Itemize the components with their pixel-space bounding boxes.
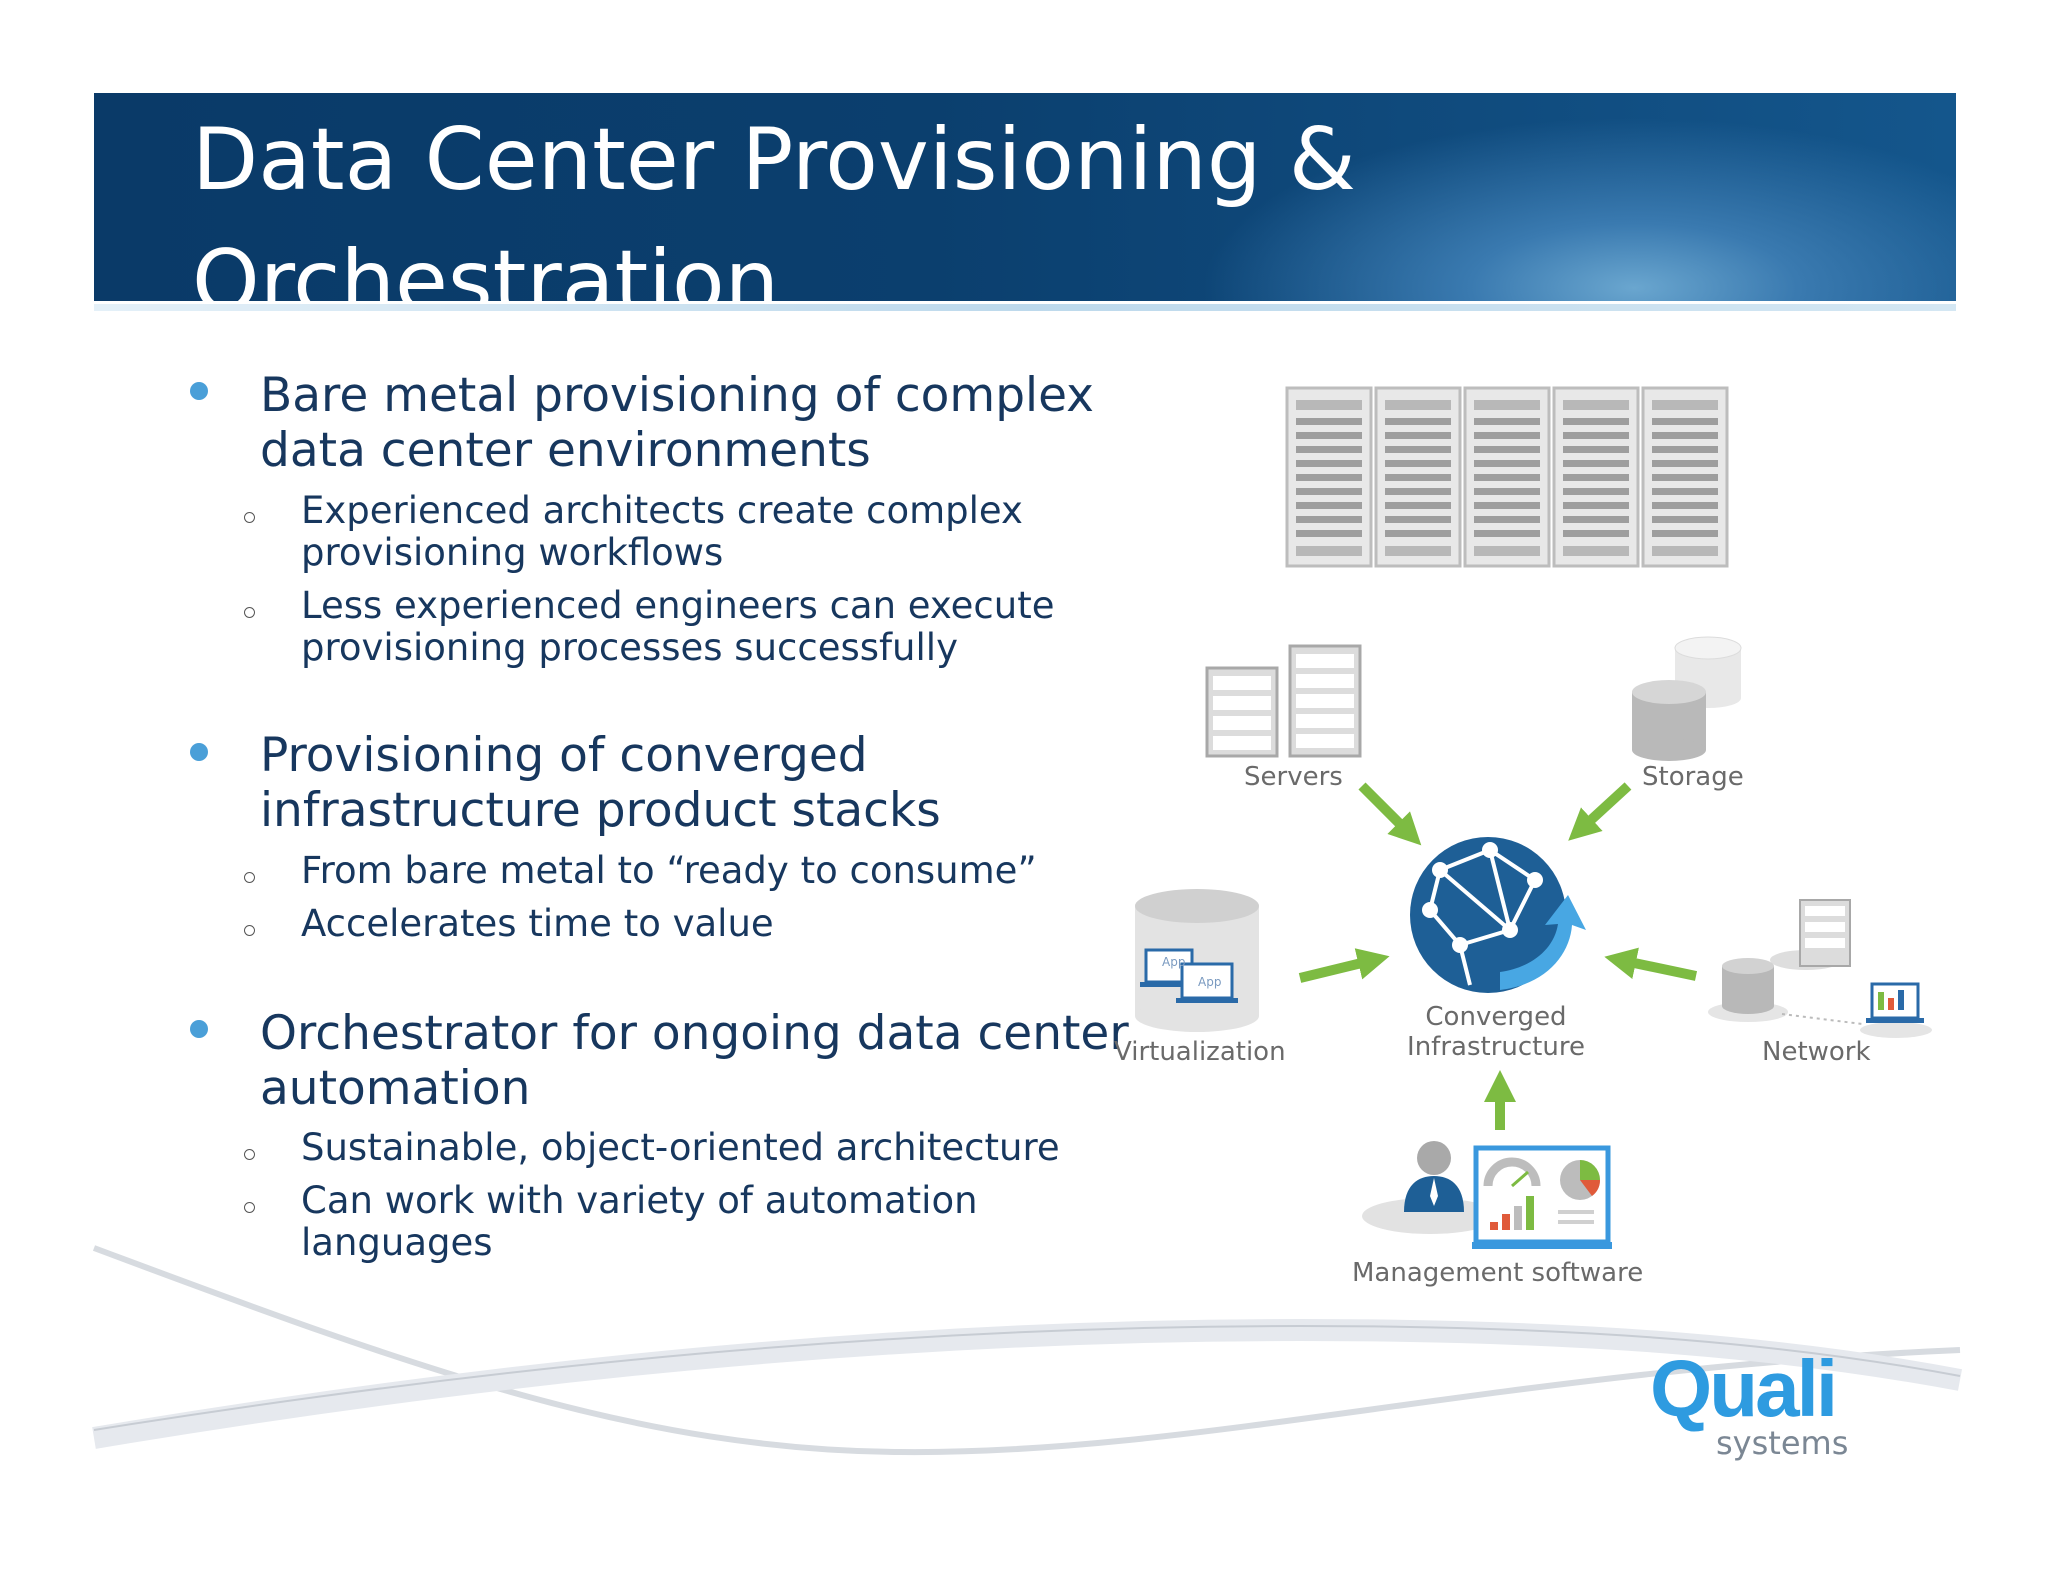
virtualization-label: Virtualization xyxy=(1114,1037,1286,1067)
arrow-servers xyxy=(1358,782,1422,846)
globe-icon xyxy=(1410,837,1586,993)
management-software-icon xyxy=(1362,1141,1612,1249)
bullet-dot xyxy=(190,382,208,400)
flow-arrows xyxy=(1298,782,1698,1130)
storage-label: Storage xyxy=(1642,762,1744,792)
bullet-3: Orchestrator for ongoing data center aut… xyxy=(260,1006,1129,1116)
app-label: App xyxy=(1162,955,1185,969)
servers-label: Servers xyxy=(1244,762,1343,792)
bullet-1-sub-2: Less experienced engineers can execute p… xyxy=(301,584,1055,669)
arrow-network xyxy=(1604,947,1698,981)
arrow-virtualization xyxy=(1298,948,1390,983)
bullet-3-sub-1: Sustainable, object-oriented architectur… xyxy=(301,1126,1060,1169)
sub-bullet-dot xyxy=(244,925,255,936)
storage-icon xyxy=(1632,636,1742,761)
bullet-dot xyxy=(190,1020,208,1038)
app-label: App xyxy=(1198,975,1221,989)
bullet-3-sub-2: Can work with variety of automation lang… xyxy=(301,1179,978,1264)
converged-infrastructure-label: Converged Infrastructure xyxy=(1407,1002,1585,1062)
network-icon xyxy=(1708,899,1932,1038)
converged-infrastructure-diagram: App App xyxy=(1135,386,1932,1249)
servers-icon xyxy=(1205,644,1362,758)
virtualization-icon: App App xyxy=(1135,889,1259,1032)
bullet-2-sub-1: From bare metal to “ready to consume” xyxy=(301,849,1037,892)
management-software-label: Management software xyxy=(1352,1258,1644,1288)
sub-bullet-dot xyxy=(244,1149,255,1160)
title-banner: Data Center Provisioning & Orchestration xyxy=(94,93,1956,301)
arrow-storage xyxy=(1568,782,1632,841)
bullet-1-sub-1: Experienced architects create complex pr… xyxy=(301,489,1023,574)
sub-bullet-dot xyxy=(244,1202,255,1213)
bullet-1: Bare metal provisioning of complex data … xyxy=(260,368,1094,478)
quali-logo-subtitle: systems xyxy=(1716,1424,1849,1462)
bullet-2: Provisioning of converged infrastructure… xyxy=(260,728,941,838)
sub-bullet-dot xyxy=(244,607,255,618)
title-underline xyxy=(94,304,1956,311)
bullet-2-sub-2: Accelerates time to value xyxy=(301,902,774,945)
network-label: Network xyxy=(1762,1037,1871,1067)
server-rack-icon xyxy=(1285,386,1729,568)
sub-bullet-dot xyxy=(244,512,255,523)
decorative-swoosh xyxy=(92,1245,1963,1456)
bullet-dot xyxy=(190,743,208,761)
quali-logo: Quali xyxy=(1650,1344,1838,1433)
sub-bullet-dot xyxy=(244,872,255,883)
slide-title: Data Center Provisioning & Orchestration xyxy=(192,110,1356,301)
